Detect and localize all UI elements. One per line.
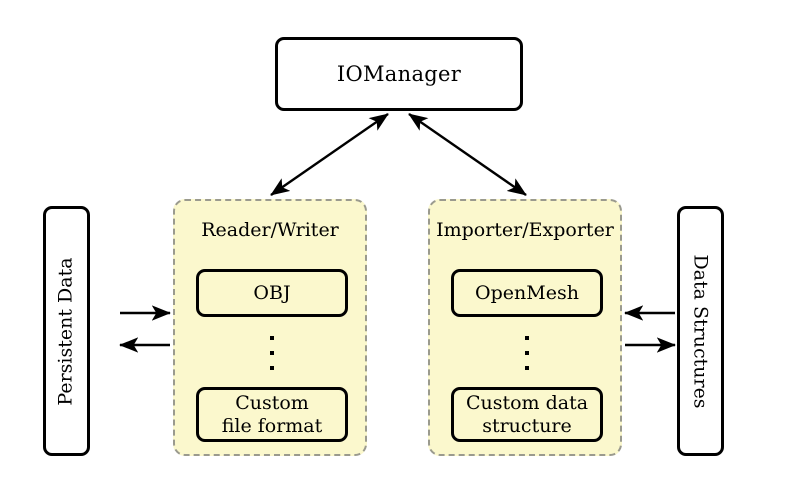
data-structures-box[interactable]: Data Structures [677,206,724,456]
group-reader-writer-title: Reader/Writer [201,219,339,241]
iomanager-label: IOManager [336,62,462,86]
arrow-manager-reader-writer [270,113,389,196]
persistent-data-label: Persistent Data [55,256,77,406]
group-importer-exporter[interactable]: Importer/Exporter OpenMesh Custom data s… [428,199,622,456]
module-obj[interactable]: OBJ [196,269,348,317]
module-obj-label: OBJ [253,281,291,304]
iomanager-box[interactable]: IOManager [275,37,523,111]
persistent-data-box[interactable]: Persistent Data [43,206,90,456]
module-custom-file-format[interactable]: Custom file format [196,387,348,442]
module-openmesh-label: OpenMesh [475,281,579,304]
module-custom-file-format-line2: file format [221,414,323,437]
arrow-manager-importer-exporter [408,113,527,196]
module-openmesh[interactable]: OpenMesh [451,269,603,317]
module-custom-data-structure[interactable]: Custom data structure [451,387,603,442]
group-reader-writer[interactable]: Reader/Writer OBJ Custom file format [173,199,367,456]
module-custom-file-format-line1: Custom [235,392,309,415]
module-custom-data-structure-line1: Custom data [465,392,589,415]
reader-writer-ellipsis [267,336,277,370]
group-importer-exporter-title: Importer/Exporter [436,219,614,241]
importer-exporter-ellipsis [522,336,532,370]
data-structures-label: Data Structures [690,253,712,409]
module-custom-data-structure-line2: structure [482,414,572,437]
